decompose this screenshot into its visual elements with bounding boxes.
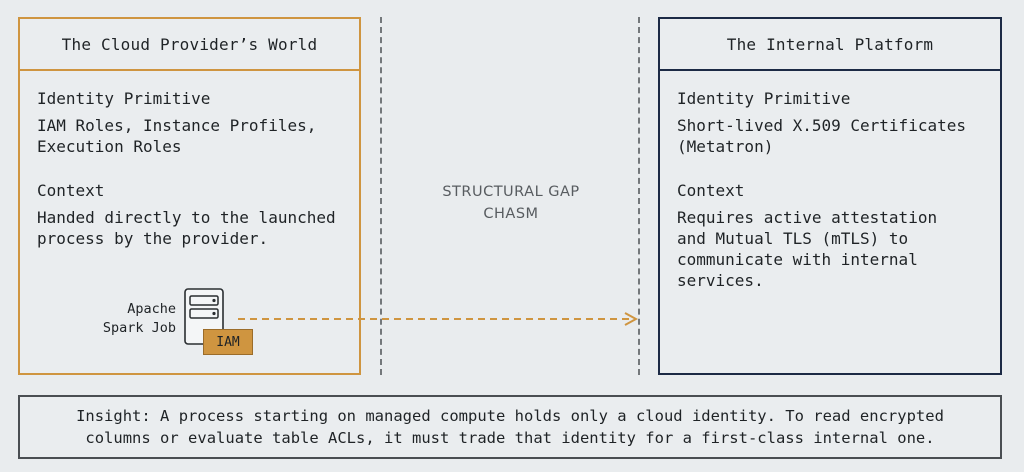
internal-identity-value: Short-lived X.509 Certificates (Metatron… [677,116,966,156]
internal-context-label: Context [677,181,745,200]
internal-platform-body: Identity Primitive Short-lived X.509 Cer… [660,71,1000,291]
cloud-provider-title: The Cloud Provider’s World [20,19,359,71]
insight-box: Insight: A process starting on managed c… [18,395,1002,459]
internal-identity-label: Identity Primitive [677,89,851,108]
structural-gap-label: STRUCTURAL GAP CHASM [400,181,622,225]
gap-divider-right [638,17,640,375]
internal-context-value: Requires active attestation and Mutual T… [677,208,938,290]
cloud-identity-value: IAM Roles, Instance Profiles, Execution … [37,116,317,156]
gap-label-line1: STRUCTURAL GAP [442,184,580,200]
gap-divider-left [380,17,382,375]
spark-job-label: Apache Spark Job [102,301,176,336]
gap-label-line2: CHASM [483,206,539,222]
iam-badge: IAM [203,329,253,355]
cloud-context-value: Handed directly to the launched process … [37,208,336,248]
cloud-provider-body: Identity Primitive IAM Roles, Instance P… [20,71,359,249]
cloud-context-label: Context [37,181,105,200]
internal-platform-title: The Internal Platform [660,19,1000,71]
internal-platform-panel: The Internal Platform Identity Primitive… [658,17,1002,375]
cloud-identity-label: Identity Primitive [37,89,211,108]
